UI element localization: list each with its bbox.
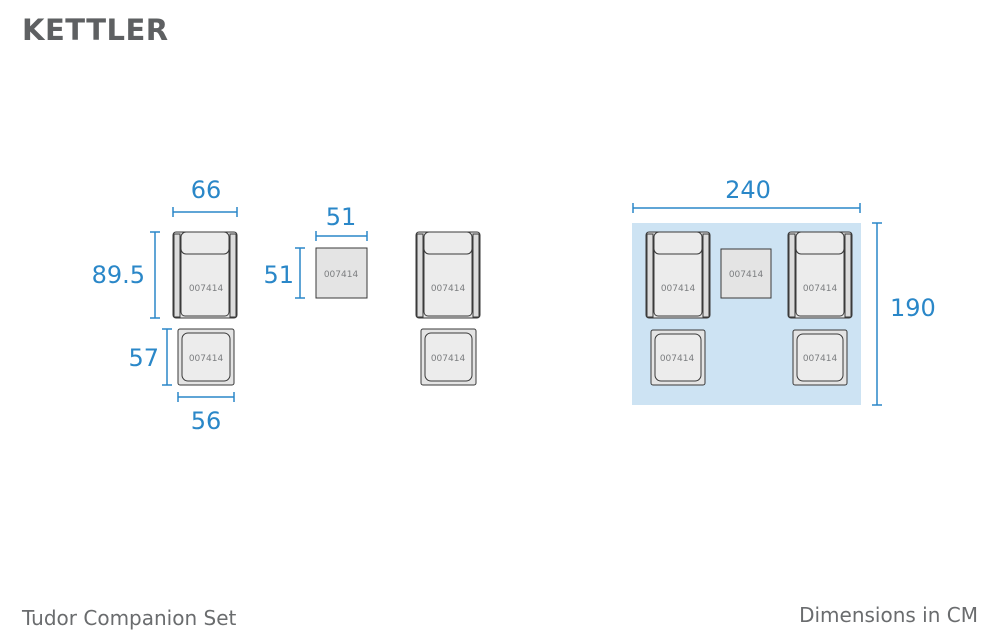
chair-second: 007414 bbox=[415, 231, 481, 319]
set-stool-right: 007414 bbox=[792, 329, 848, 386]
stool-second: 007414 bbox=[420, 328, 477, 386]
product-code-label: 007414 bbox=[803, 284, 838, 294]
product-code-label: 007414 bbox=[324, 270, 359, 280]
set-chair-right: 007414 bbox=[787, 231, 853, 319]
dimension-label: 56 bbox=[191, 407, 222, 435]
units-note: Dimensions in CM bbox=[799, 603, 978, 627]
product-name: Tudor Companion Set bbox=[22, 606, 237, 630]
dimension-label: 51 bbox=[326, 203, 357, 231]
dimension-label: 240 bbox=[725, 176, 771, 204]
dimension-set-depth: 190 bbox=[872, 222, 936, 406]
dimension-label: 66 bbox=[191, 176, 222, 204]
dimension-table-depth: 51 bbox=[263, 247, 305, 299]
dimension-label: 51 bbox=[263, 261, 294, 289]
dimension-table-width: 51 bbox=[315, 203, 368, 241]
product-code-label: 007414 bbox=[729, 270, 764, 280]
dimension-set-width: 240 bbox=[632, 176, 861, 213]
set-table: 007414 bbox=[720, 248, 772, 299]
product-code-label: 007414 bbox=[660, 354, 695, 364]
product-code-label: 007414 bbox=[431, 284, 466, 294]
dimension-label: 190 bbox=[890, 294, 936, 322]
product-code-label: 007414 bbox=[661, 284, 696, 294]
chair-single: 007414 bbox=[172, 231, 238, 319]
dimension-label: 57 bbox=[128, 344, 159, 372]
product-code-label: 007414 bbox=[803, 354, 838, 364]
dimension-stool-width: 56 bbox=[177, 392, 235, 435]
product-code-label: 007414 bbox=[189, 354, 224, 364]
set-stool-left: 007414 bbox=[650, 329, 706, 386]
kettler-logo: KETTLER bbox=[22, 13, 169, 47]
dimension-stool-depth: 57 bbox=[128, 328, 172, 386]
dimension-chair-width: 66 bbox=[172, 176, 238, 217]
stool-single: 007414 bbox=[177, 328, 235, 386]
dimension-chair-depth: 89.5 bbox=[92, 231, 160, 319]
table-single: 007414 bbox=[315, 247, 368, 299]
product-code-label: 007414 bbox=[431, 354, 466, 364]
dimension-label: 89.5 bbox=[92, 261, 145, 289]
set-chair-left: 007414 bbox=[645, 231, 711, 319]
product-code-label: 007414 bbox=[189, 284, 224, 294]
